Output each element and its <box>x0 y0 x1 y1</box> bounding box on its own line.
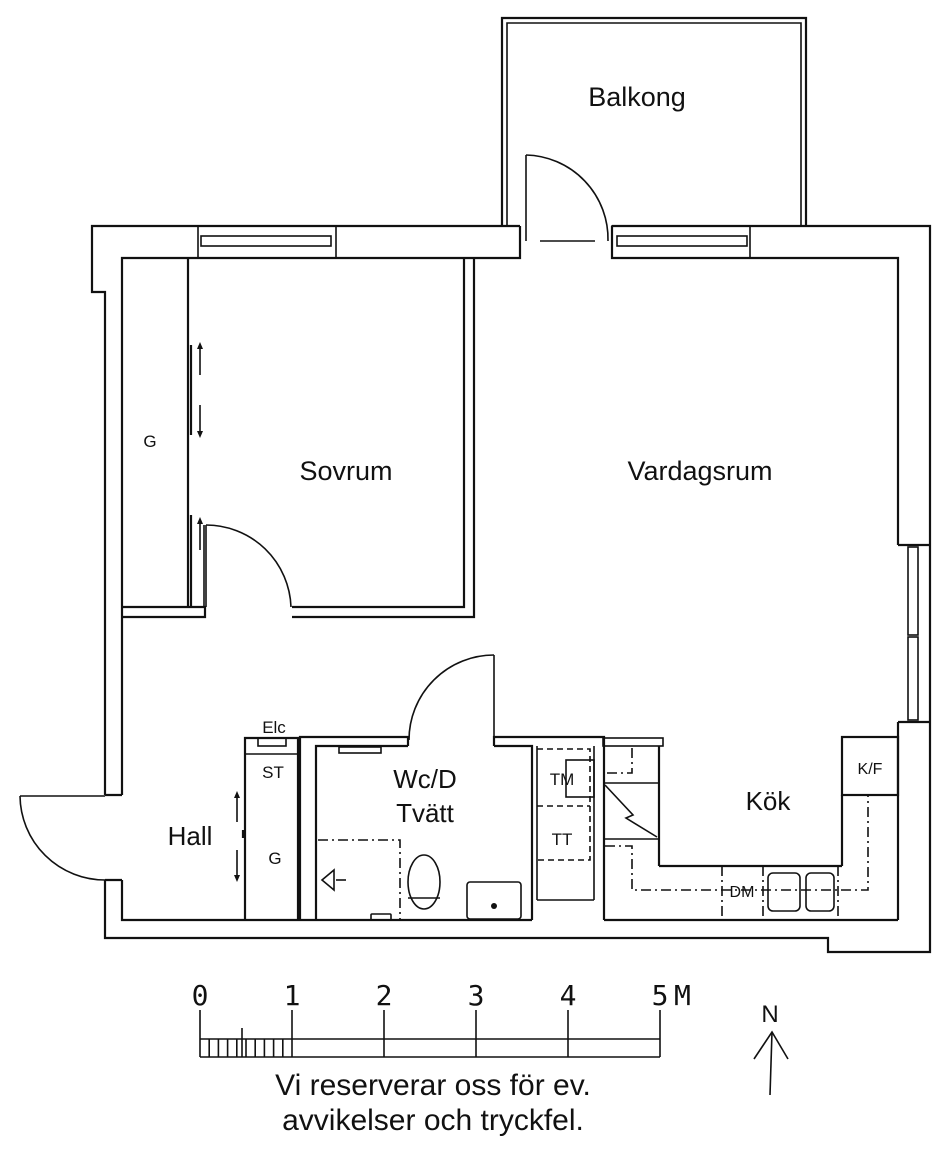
label-closet-sovrum: G <box>143 432 156 451</box>
scale-tick-4: 4 <box>560 979 577 1012</box>
room-label-wc: Wc/D <box>393 764 457 794</box>
hall-closet <box>234 736 300 920</box>
disclaimer-line-1: Vi reserverar oss för ev. <box>275 1069 591 1102</box>
window-vardagsrum-right <box>907 546 919 721</box>
scale-tick-2: 2 <box>376 979 393 1012</box>
wc-walls <box>298 735 606 920</box>
room-label-sovrum: Sovrum <box>299 456 392 486</box>
window-sovrum <box>197 225 337 259</box>
scale-minor-ticks <box>208 1039 284 1057</box>
label-st: ST <box>262 763 284 782</box>
north-arrow-icon <box>753 1030 789 1096</box>
wc-door <box>408 654 495 741</box>
label-dm: DM <box>730 884 755 901</box>
label-tt: TT <box>552 830 573 849</box>
outer-walls <box>90 224 932 954</box>
label-kf: K/F <box>858 761 883 778</box>
balcony <box>500 16 808 226</box>
kitchen <box>602 735 900 920</box>
label-tm: TM <box>550 770 575 789</box>
sovrum-door <box>205 524 292 608</box>
scale-bar <box>199 1010 661 1058</box>
scale-unit: M <box>674 979 691 1012</box>
sliding-doors-sovrum <box>189 342 203 607</box>
scale-tick-0: 0 <box>192 979 209 1012</box>
room-label-vardagsrum: Vardagsrum <box>627 456 772 486</box>
room-label-tvatt: Tvätt <box>396 798 455 828</box>
scale-tick-3: 3 <box>468 979 485 1012</box>
label-elc: Elc <box>262 718 286 737</box>
wc-fixtures <box>318 839 522 921</box>
window-vardagsrum-top <box>611 225 751 259</box>
scale-tick-1: 1 <box>284 979 301 1012</box>
laundry-fixtures <box>537 748 595 861</box>
scale-tick-5: 5 <box>652 979 669 1012</box>
north-label: N <box>761 1001 778 1028</box>
room-label-hall: Hall <box>168 821 213 851</box>
label-closet-hall: G <box>268 849 281 868</box>
balcony-door <box>525 154 609 242</box>
entry-door <box>19 793 122 882</box>
sovrum-walls <box>122 258 476 619</box>
disclaimer-line-2: avvikelser och tryckfel. <box>282 1104 584 1137</box>
room-label-kok: Kök <box>746 786 792 816</box>
room-label-balkong: Balkong <box>588 82 686 112</box>
